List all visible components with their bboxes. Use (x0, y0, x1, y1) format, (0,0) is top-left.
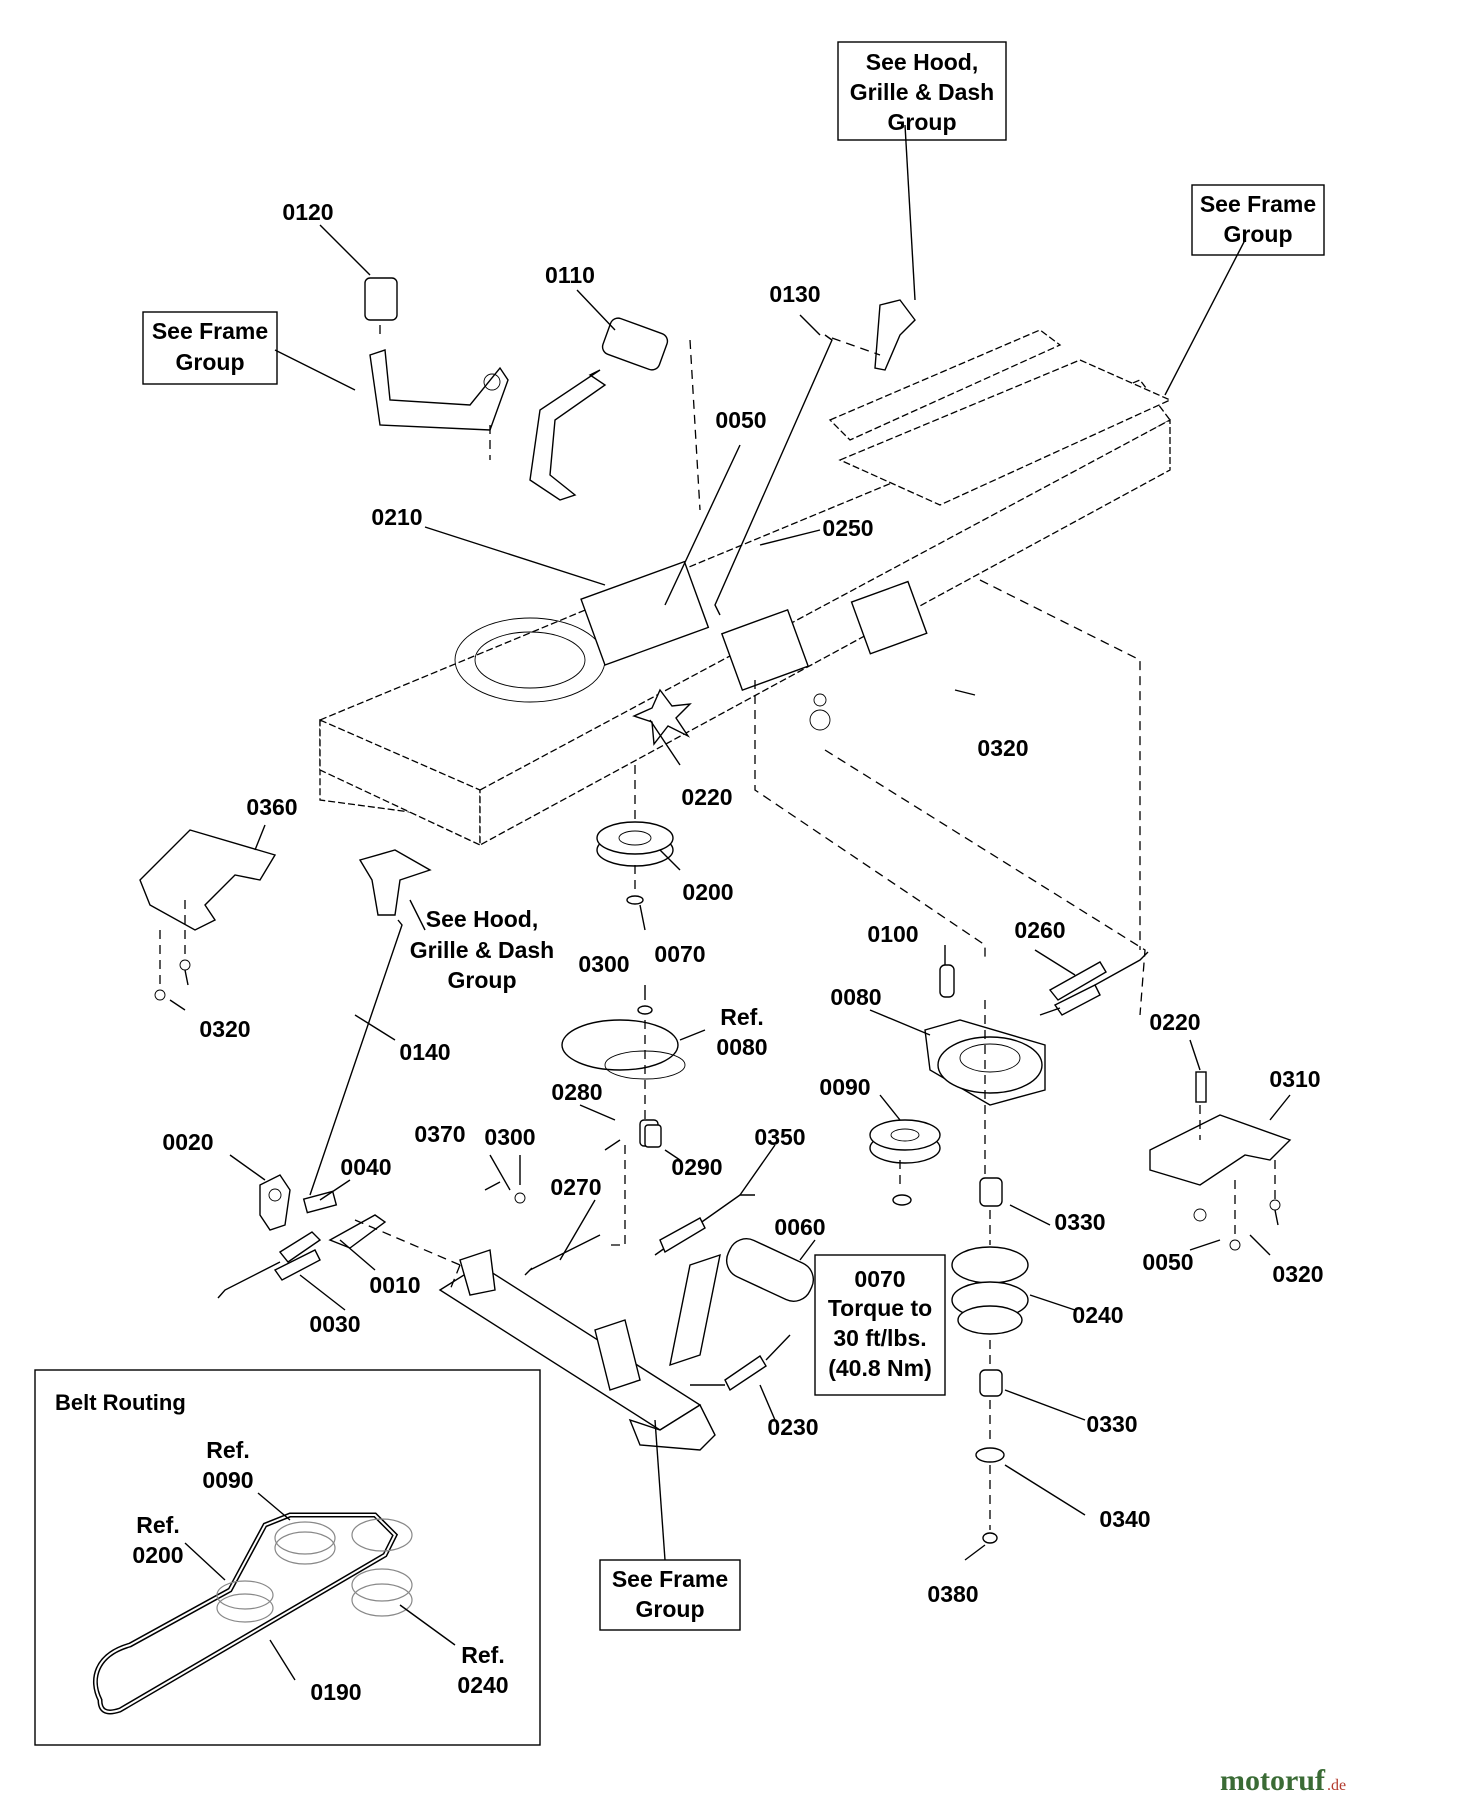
label-0100: 0100 (867, 921, 918, 947)
bracket-0360 (139, 829, 277, 1001)
pulley-0090 (869, 1119, 941, 1206)
callout-hood-top: See Hood, Grille & Dash Group (837, 41, 1007, 141)
callout-text: See Frame (1200, 191, 1316, 217)
ref-label: Ref. (206, 1437, 249, 1463)
label-0220: 0220 (681, 784, 732, 810)
callout-text: Torque to (828, 1295, 932, 1321)
lever-0130 (714, 299, 916, 616)
shift-assembly-0060 (438, 1238, 815, 1451)
label-0070: 0070 (654, 941, 705, 967)
label-0210: 0210 (371, 504, 422, 530)
label-0120: 0120 (282, 199, 333, 225)
idler-arm-ref-0080 (561, 1005, 686, 1147)
label-0370: 0370 (414, 1121, 465, 1147)
callout-text: See Hood, (426, 906, 538, 932)
callout-text: Group (888, 109, 957, 135)
label-0200: 0200 (682, 879, 733, 905)
label-0230: 0230 (767, 1414, 818, 1440)
label-0220: 0220 (1149, 1009, 1200, 1035)
label-0320: 0320 (199, 1016, 250, 1042)
watermark: motoruf .de (1220, 1764, 1346, 1797)
pivot-0020 (217, 1174, 387, 1299)
callout-frame-top-right: See Frame Group (1191, 184, 1325, 256)
label-0110: 0110 (545, 262, 595, 288)
callout-text: See Hood, (866, 49, 978, 75)
label-0130: 0130 (769, 281, 820, 307)
callout-text: 30 ft/lbs. (833, 1325, 926, 1351)
drive-pedal-0110 (529, 317, 669, 501)
callout-text: (40.8 Nm) (828, 1355, 932, 1381)
leader-lines (169, 124, 1291, 1561)
label-0290: 0290 (671, 1154, 722, 1180)
label-0020: 0020 (162, 1129, 213, 1155)
label-0310: 0310 (1269, 1066, 1320, 1092)
label-0030: 0030 (309, 1311, 360, 1337)
label-0050: 0050 (715, 407, 766, 433)
label-0380: 0380 (927, 1581, 978, 1607)
callout-text: See Frame (612, 1566, 728, 1592)
watermark-brand: motoruf (1220, 1764, 1326, 1797)
ref-label: Ref. (136, 1512, 179, 1538)
dashed-lines (159, 325, 1276, 1530)
label-0240: 0240 (1072, 1302, 1123, 1328)
callout-text: Group (1224, 221, 1293, 247)
watermark-tld: .de (1327, 1777, 1346, 1794)
label-0360: 0360 (246, 794, 297, 820)
callout-hood-mid: See Hood, Grille & Dash Group (410, 906, 554, 993)
spring-0230 (690, 1334, 791, 1392)
ref-label: 0240 (457, 1672, 508, 1698)
label-0330: 0330 (1086, 1411, 1137, 1437)
callout-torque: 0070 Torque to 30 ft/lbs. (40.8 Nm) (814, 1254, 946, 1396)
callout-text: 0070 (854, 1266, 905, 1292)
callout-text: Grille & Dash (850, 79, 994, 105)
label-0140: 0140 (399, 1039, 450, 1065)
belt-routing-title: Belt Routing (55, 1390, 186, 1415)
belt-routing-inset: Belt Routing Ref. 0090 Ref. 0200 Ref. 02… (34, 1369, 541, 1746)
label-0320: 0320 (977, 735, 1028, 761)
label-0260: 0260 (1014, 917, 1065, 943)
frame-assembly (319, 329, 1172, 847)
callout-text: Group (448, 967, 517, 993)
callout-frame-bottom: See Frame Group (599, 1559, 741, 1631)
brake-pedal-0120 (364, 277, 509, 431)
callout-text: Group (176, 349, 245, 375)
idler-arm-0080 (924, 951, 1149, 1106)
callout-text: Group (636, 1596, 705, 1622)
label-0280: 0280 (551, 1079, 602, 1105)
callout-text: Grille & Dash (410, 937, 554, 963)
pulley-0240 (951, 1177, 1029, 1544)
label-0300: 0300 (578, 951, 629, 977)
part-0220-star (632, 688, 692, 746)
label-0300: 0300 (484, 1124, 535, 1150)
bracket-0310 (1149, 1071, 1292, 1251)
label-0060: 0060 (774, 1214, 825, 1240)
callout-frame-left: See Frame Group (142, 311, 278, 385)
label-0090: 0090 (819, 1074, 870, 1100)
ref-label: Ref. (720, 1004, 763, 1030)
rod-0140 (309, 849, 432, 1196)
label-0330: 0330 (1054, 1209, 1105, 1235)
label-0040: 0040 (340, 1154, 391, 1180)
callout-text: See Frame (152, 318, 268, 344)
label-0010: 0010 (369, 1272, 420, 1298)
ref-label: Ref. (461, 1642, 504, 1668)
label-0250: 0250 (822, 515, 873, 541)
label-0340: 0340 (1099, 1506, 1150, 1532)
idler-pulley-0200 (596, 821, 674, 905)
spring-0030 (273, 1249, 321, 1281)
spring-0260 (1048, 961, 1107, 1001)
label-0350: 0350 (754, 1124, 805, 1150)
ref-label: 0080 (716, 1034, 767, 1060)
part-labels: 0120 0110 0130 0050 0210 0250 0320 0220 … (162, 199, 1323, 1607)
label-0080: 0080 (830, 984, 881, 1010)
label-0320: 0320 (1272, 1261, 1323, 1287)
ref-label: 0090 (202, 1467, 253, 1493)
label-0270: 0270 (550, 1174, 601, 1200)
label-0190: 0190 (310, 1679, 361, 1705)
ref-label: 0200 (132, 1542, 183, 1568)
label-0050: 0050 (1142, 1249, 1193, 1275)
